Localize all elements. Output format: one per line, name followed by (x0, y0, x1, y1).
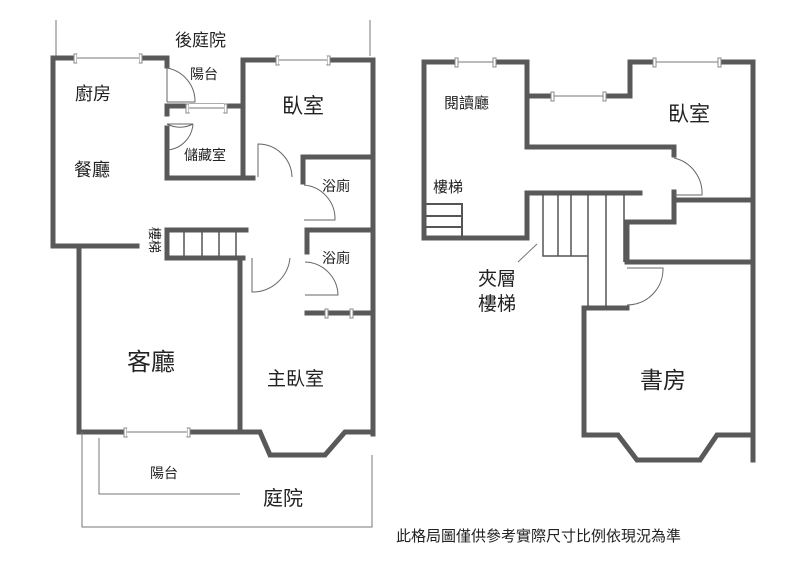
front-yard-boundary (81, 432, 373, 528)
living-wall (76, 244, 376, 458)
study-door (626, 267, 664, 306)
bathroom-wall (300, 154, 376, 316)
label-study: 書房 (640, 368, 686, 394)
label-stairs-upper: 樓梯 (433, 178, 463, 196)
stair-treads (183, 231, 237, 257)
label-bathroom-1: 浴廁 (322, 178, 350, 195)
callout-line (517, 243, 538, 263)
doors (166, 67, 339, 296)
mezzanine-stair-treads (542, 194, 625, 308)
back-yard-boundary (55, 20, 371, 56)
inner-wall (624, 189, 756, 265)
label-bedroom-upper: 臥室 (668, 102, 710, 126)
label-bathroom-2: 浴廁 (322, 250, 350, 267)
storage-wall (164, 103, 256, 181)
label-front-balcony: 陽台 (150, 466, 178, 482)
front-balcony-outline (98, 438, 240, 495)
stair-wall (164, 227, 249, 261)
bedroom-door (673, 157, 703, 196)
disclaimer-text: 此格局圖僅供參考實際尺寸比例依現況為準 (396, 527, 681, 545)
label-storage: 儲藏室 (184, 147, 226, 164)
label-balcony-top: 陽台 (190, 67, 218, 83)
label-back-yard: 後庭院 (175, 31, 226, 51)
floor-plan-upper: 閱讀廳 臥室 樓梯 夾層 樓梯 書房 (421, 57, 756, 463)
label-mezzanine-line1: 夾層 (478, 268, 516, 290)
label-stairs: 樓梯 (146, 227, 161, 253)
label-living-room: 客廳 (127, 348, 175, 376)
label-bedroom: 臥室 (282, 94, 324, 118)
label-reading-room: 閱讀廳 (444, 94, 489, 112)
label-dining: 餐廳 (74, 160, 110, 181)
label-front-yard: 庭院 (263, 486, 303, 510)
small-stair-treads (426, 203, 463, 238)
label-master-bedroom: 主臥室 (267, 368, 324, 390)
label-mezzanine-line2: 樓梯 (478, 293, 516, 315)
label-kitchen: 廚房 (75, 83, 111, 105)
floor-plan-ground: 後庭院 陽台 廚房 臥室 儲藏室 餐廳 浴廁 浴廁 樓梯 客廳 主臥室 陽台 庭… (50, 20, 376, 528)
